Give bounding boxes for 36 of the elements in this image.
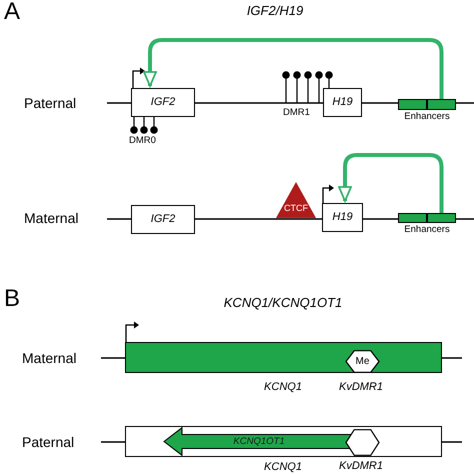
methylation-hexagon	[346, 350, 379, 373]
region-label: DMR0	[129, 136, 156, 146]
gene-box	[323, 88, 362, 117]
methylation-hexagon	[346, 429, 379, 456]
gene-bar	[125, 426, 442, 457]
gene-label: KCNQ1	[264, 462, 302, 473]
region-label: DMR1	[283, 108, 310, 118]
allele-label: Maternal	[24, 211, 78, 225]
gene-label: H19	[332, 97, 353, 108]
panel-title: KCNQ1/KCNQ1OT1	[224, 296, 342, 309]
allele-label: Paternal	[24, 96, 76, 110]
panel-title: IGF2/H19	[246, 4, 304, 17]
gene-label: IGF2	[150, 214, 176, 225]
hollow-arrow	[338, 153, 444, 213]
gene-label: H19	[332, 212, 353, 223]
gene-box	[131, 88, 195, 117]
enhancer-boxes	[398, 213, 456, 223]
gene-label: KCNQ1	[264, 382, 302, 393]
allele-label: Paternal	[22, 435, 74, 449]
protein-label: CTCF	[284, 204, 308, 213]
gene-label: KCNQ1OT1	[233, 436, 285, 446]
gene-bar	[125, 342, 442, 373]
region-label: Enhancers	[404, 112, 450, 122]
gene-label: IGF2	[150, 97, 176, 108]
gene-box	[131, 205, 195, 234]
gene-label: KvDMR1	[339, 461, 383, 472]
methyl-label: Me	[356, 356, 370, 366]
panel-letter: A	[4, 0, 20, 24]
panel-letter: B	[4, 287, 20, 311]
enhancer-boxes	[398, 99, 456, 110]
allele-label: Maternal	[22, 351, 76, 365]
hollow-arrow	[143, 38, 444, 99]
gene-box	[322, 203, 363, 232]
insulator-triangle	[276, 182, 316, 218]
gene-label: KvDMR1	[339, 382, 383, 393]
region-label: Enhancers	[404, 225, 450, 234]
